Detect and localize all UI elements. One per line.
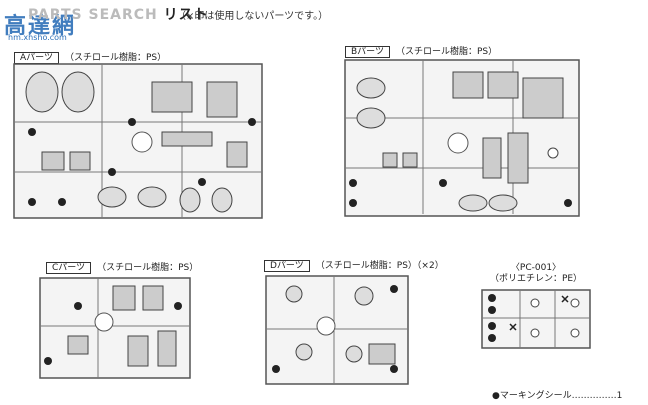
marking-seal-dots: …………… [571,391,617,401]
sprue-d-material: （スチロール樹脂：PS） [315,261,417,271]
watermark-logo: 高達網 [4,14,77,39]
pc-part-code: 〈PC-001〉 [510,263,562,273]
watermark-url: hm.xhsho.com [8,33,67,42]
sprue-a-name: Aパーツ [14,52,59,64]
sprue-d-label: Dパーツ （スチロール樹脂：PS）（×2） [264,258,444,272]
sprue-pc [481,289,591,349]
sprue-d-name: Dパーツ [264,260,310,272]
marking-seal-label: ●マーキングシール [492,391,572,401]
page-title: PARTS SEARCH リスト [28,4,209,24]
marking-seal-count: 1 [616,391,623,401]
sprue-c-material: （スチロール樹脂：PS） [97,263,199,273]
sprue-c-name: Cパーツ [46,262,92,274]
sprue-d-quantity: （×2） [416,261,444,271]
sprue-b [344,59,580,217]
sprue-c-label: Cパーツ （スチロール樹脂：PS） [46,260,199,274]
title-prefix: PARTS [28,7,83,23]
sprue-a [13,63,263,219]
title-suffix: SEARCH [88,7,158,23]
sprue-b-material: （スチロール樹脂：PS） [396,47,498,57]
marking-seal-line: ●マーキングシール……………1 [492,388,622,401]
sprue-a-label: Aパーツ （スチロール樹脂：PS） [14,50,167,64]
title-text: リスト [163,7,209,23]
sprue-b-name: Bパーツ [345,46,390,58]
header-note: （×印は使用しないパーツです。） [176,11,329,22]
sprue-d [265,275,409,385]
pc-part-title: 〈PC-001〉 （ポリエチレン：PE） [476,263,596,285]
sprue-c [39,277,191,379]
sprue-a-material: （スチロール樹脂：PS） [64,53,167,63]
sprue-b-label: Bパーツ （スチロール樹脂：PS） [345,44,498,58]
pc-part-material: （ポリエチレン：PE） [489,274,583,284]
